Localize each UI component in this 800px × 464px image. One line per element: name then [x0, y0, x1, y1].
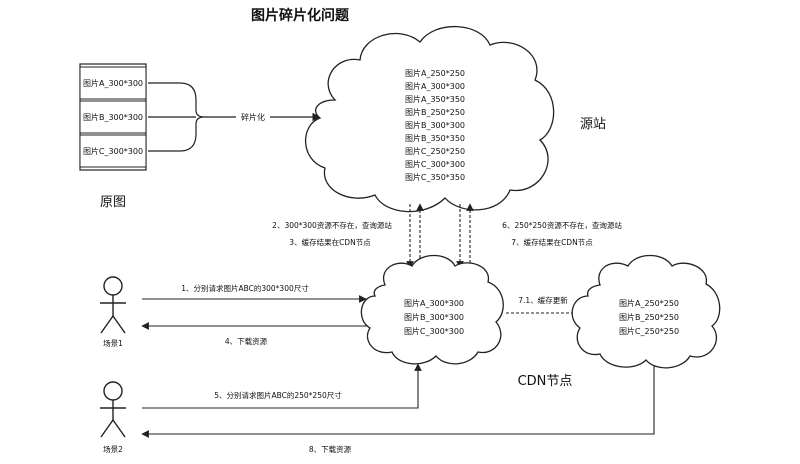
- origin-item: 图片B_300*300: [405, 120, 465, 130]
- scene-2-label: 场景2: [103, 445, 123, 454]
- cache-item: 图片C_250*250: [619, 326, 679, 336]
- person-1-icon: [100, 276, 126, 334]
- origin-item: 图片B_250*250: [405, 107, 465, 117]
- cdn-item: 图片B_300*300: [404, 312, 464, 322]
- cache-update-label: 7.1、缓存更新: [518, 295, 568, 305]
- scene-1-label: 场景1: [103, 339, 123, 348]
- cdn-items: 图片A_300*300 图片B_300*300 图片C_300*300: [404, 298, 464, 336]
- step-6-label: 6、250*250资源不存在，查询源站: [502, 220, 622, 230]
- origin-item: 图片C_250*250: [405, 146, 465, 156]
- step-4-label: 4、下载资源: [225, 336, 268, 346]
- original-image-c: 图片C_300*300: [83, 146, 143, 156]
- original-image-b: 图片B_300*300: [83, 112, 143, 122]
- cdn-cloud-icon: [360, 254, 504, 365]
- step-8-label: 8、下载资源: [309, 444, 352, 454]
- origin-item: 图片A_350*350: [405, 94, 465, 104]
- query-arrows-left: [406, 203, 424, 269]
- original-image-b-box: [79, 100, 147, 134]
- step-7-label: 7、缓存结果在CDN节点: [511, 237, 593, 247]
- diagram-title: 图片碎片化问题: [251, 7, 350, 24]
- original-caption: 原图: [100, 195, 126, 210]
- origin-item: 图片A_300*300: [405, 81, 465, 91]
- step-3-label: 3、缓存结果在CDN节点: [289, 237, 371, 247]
- person-2-icon: [100, 381, 126, 438]
- cache-item: 图片B_250*250: [619, 312, 679, 322]
- fragment-label: 碎片化: [241, 112, 265, 122]
- cdn-caption: CDN节点: [518, 374, 573, 389]
- origin-cloud-icon: [304, 25, 555, 213]
- cache-items: 图片A_250*250 图片B_250*250 图片C_250*250: [619, 298, 679, 336]
- query-arrows-right: [456, 203, 474, 269]
- origin-item: 图片C_350*350: [405, 172, 465, 182]
- origin-item: 图片C_300*300: [405, 159, 465, 169]
- origin-caption: 源站: [580, 117, 606, 132]
- origin-item: 图片B_350*350: [405, 133, 465, 143]
- step-5-label: 5、分别请求图片ABC的250*250尺寸: [214, 390, 342, 400]
- original-image-c-box: [79, 134, 147, 168]
- cache-cloud-icon: [571, 254, 721, 369]
- step-2-label: 2、300*300资源不存在，查询源站: [272, 220, 392, 230]
- original-image-a: 图片A_300*300: [83, 78, 143, 88]
- step-8-arrow: [141, 366, 655, 438]
- origin-item: 图片A_250*250: [405, 68, 465, 78]
- cdn-item: 图片C_300*300: [404, 326, 464, 336]
- original-image-a-box: [79, 66, 147, 100]
- cache-item: 图片A_250*250: [619, 298, 679, 308]
- original-images: 图片A_300*300 图片B_300*300 图片C_300*300: [79, 63, 147, 171]
- cdn-item: 图片A_300*300: [404, 298, 464, 308]
- origin-items: 图片A_250*250 图片A_300*300 图片A_350*350 图片B_…: [405, 68, 465, 182]
- step-1-label: 1、分别请求图片ABC的300*300尺寸: [181, 283, 309, 293]
- step-5-arrow: [142, 363, 422, 409]
